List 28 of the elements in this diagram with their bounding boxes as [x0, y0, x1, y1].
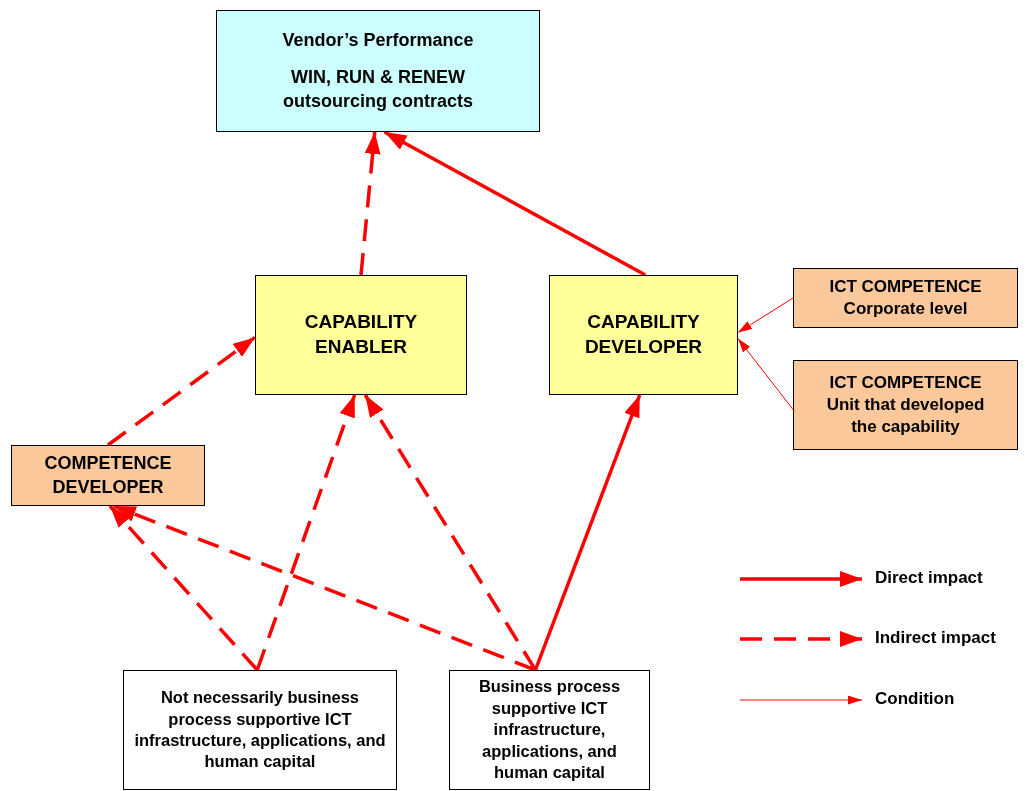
- resource-box: [449, 670, 650, 790]
- arrow: [106, 336, 257, 447]
- box-text: ICT COMPETENCE Unit that developed the capability: [825, 371, 986, 439]
- arrow: [108, 504, 259, 672]
- competence-box: [793, 360, 1018, 450]
- arrow: [383, 130, 647, 277]
- legend-label: Direct impact: [875, 568, 983, 588]
- box-text: COMPETENCE DEVELOPER: [43, 452, 173, 499]
- box-text: Business process supportive ICT infrastructure, applications, and human capital: [477, 676, 622, 784]
- competence-box: [793, 268, 1018, 328]
- box-text: WIN, RUN & RENEW outsourcing contracts: [282, 66, 474, 113]
- box-text: Vendor’s Performance: [282, 28, 474, 52]
- arrow: [359, 131, 381, 276]
- legend-label: Indirect impact: [875, 628, 996, 648]
- outcome-box: [216, 10, 540, 132]
- box-text: CAPABILITY DEVELOPER: [583, 310, 704, 359]
- capability-box: [549, 275, 738, 395]
- arrow: [737, 297, 794, 334]
- competence-box: [11, 445, 205, 506]
- arrow: [533, 394, 642, 671]
- box-text: ICT COMPETENCE Corporate level: [828, 275, 983, 320]
- resource-box: [123, 670, 397, 790]
- arrow: [255, 394, 357, 671]
- legend-label: Condition: [875, 689, 955, 709]
- box-text: Not necessarily business process supportive ICT infrastructure, applications, and human capital: [133, 687, 387, 773]
- arrow: [737, 338, 794, 410]
- box-text: CAPABILITY ENABLER: [303, 310, 419, 359]
- capability-box: [255, 275, 467, 395]
